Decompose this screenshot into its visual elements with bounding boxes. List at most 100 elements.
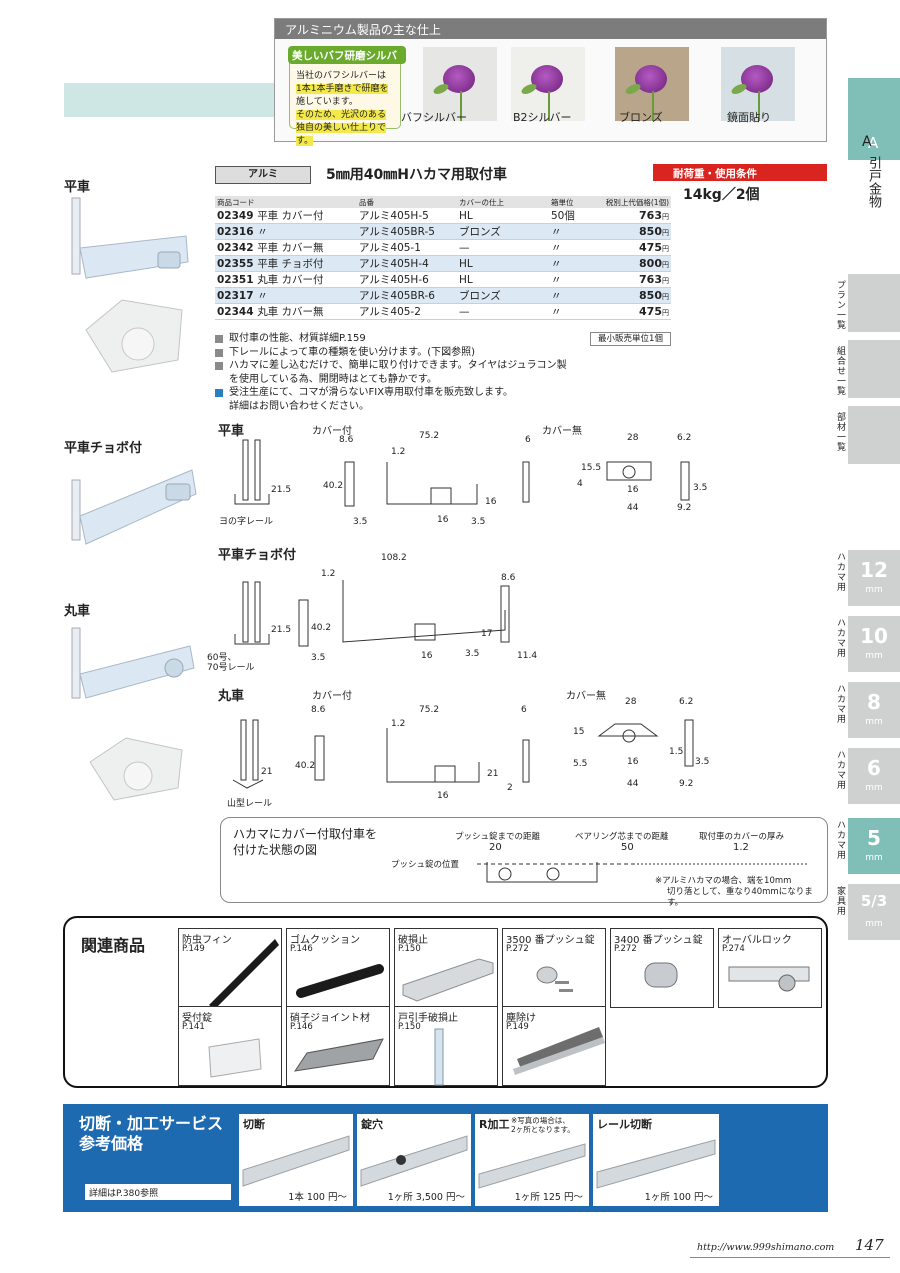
install-push-pos: プッシュ錠の位置: [391, 860, 460, 870]
tab-plan-list[interactable]: [848, 274, 900, 332]
swatch-bronze: [615, 47, 689, 121]
svg-text:17: 17: [481, 629, 492, 639]
column-header: 箱単位: [549, 196, 595, 208]
svg-text:6.2: 6.2: [677, 433, 691, 443]
svg-text:21: 21: [261, 767, 272, 777]
svg-text:21: 21: [487, 769, 498, 779]
svg-text:6: 6: [521, 705, 527, 715]
svg-text:1.5: 1.5: [669, 747, 683, 757]
svg-text:8.6: 8.6: [339, 435, 354, 445]
svg-text:16: 16: [421, 651, 433, 661]
svg-text:16: 16: [437, 791, 449, 801]
table-row: 02351 丸車 カバー付 アルミ405H-6 HL 〃 763円: [215, 271, 671, 289]
tab-label: 部材一覧: [835, 412, 845, 452]
column-header: カバーの仕上: [457, 196, 549, 208]
service-band: 切断・加工サービス 参考価格 詳細はP.380参照 切断 1本 100 円〜 錠…: [63, 1104, 828, 1212]
svg-text:山型レール: 山型レール: [227, 798, 272, 809]
svg-text:108.2: 108.2: [381, 553, 407, 563]
svg-text:9.2: 9.2: [677, 503, 691, 513]
svg-text:3.5: 3.5: [695, 757, 709, 767]
size-tab-label: ハカマ用: [835, 820, 845, 860]
size-tab-label: ハカマ用: [835, 618, 845, 658]
product-notes: 取付車の性能、材質詳細P.159 下レールによって車の種類を使い分けます。(下図…: [215, 332, 615, 413]
tab-parts-list[interactable]: [848, 406, 900, 464]
diagram-cover-on: カバー付: [312, 691, 352, 702]
install-diagram-box: ハカマにカバー付取付車を 付けた状態の図 プッシュ錠までの距離 ベアリング芯まで…: [220, 817, 828, 908]
install-value: 50: [621, 842, 634, 853]
header-teal-band: [64, 83, 278, 117]
service-card-cut[interactable]: 切断 1本 100 円〜: [239, 1114, 353, 1206]
label-hira: 平車: [64, 180, 91, 195]
section-letter: A: [862, 134, 872, 150]
service-card-rail-cut[interactable]: レール切断 1ヶ所 100 円〜: [593, 1114, 719, 1206]
swatch-label: B2シルバー: [513, 111, 572, 124]
svg-text:21.5: 21.5: [271, 485, 291, 495]
svg-text:16: 16: [627, 757, 639, 767]
callout-text: 当社のバフシルバーは 1本1本手磨きで研磨を 施しています。 そのため、光沢のあ…: [296, 70, 398, 148]
install-note: ※アルミハカマの場合、端を10mm 切り落として、重なり40mmになります。: [655, 876, 813, 908]
table-row: 02342 平車 カバー無 アルミ405-1 — 〃 475円: [215, 239, 671, 257]
callout-title: 美しいバフ研磨シルバー: [288, 46, 406, 77]
svg-text:21.5: 21.5: [271, 625, 291, 635]
svg-text:1.2: 1.2: [391, 447, 405, 457]
svg-text:16: 16: [485, 497, 497, 507]
service-card-lock-hole[interactable]: 錠穴 1ヶ所 3,500 円〜: [357, 1114, 471, 1206]
svg-text:2: 2: [507, 783, 513, 793]
service-title: 切断・加工サービス 参考価格: [79, 1114, 224, 1153]
diagram-cover-off: カバー無: [542, 426, 582, 437]
diagram-title-chobo: 平車チョボ付: [218, 548, 297, 563]
callout-line: そのため、光沢のある: [296, 110, 387, 120]
size-tab-label: 家具用: [835, 886, 845, 916]
svg-text:15.5: 15.5: [581, 463, 601, 473]
load-value: 14kg／2個: [683, 187, 760, 203]
install-drawing: [477, 862, 807, 883]
svg-text:4: 4: [577, 479, 583, 489]
tab-combo-list[interactable]: [848, 340, 900, 398]
buff-callout: 美しいバフ研磨シルバー 当社のバフシルバーは 1本1本手磨きで研磨を 施していま…: [288, 46, 406, 146]
svg-text:75.2: 75.2: [419, 705, 439, 715]
swatch-label: 鏡面貼り: [727, 111, 771, 124]
related-title: 関連商品: [81, 936, 146, 955]
diagram-hira: ヨの字レール 21.5 8.6 75.2 1.2 40.2 3.5 16 16 …: [219, 431, 707, 527]
table-header: 商品コード 品番 カバーの仕上 箱単位 税別上代価格(1個): [215, 196, 671, 208]
swatch-label: バフシルバー: [401, 111, 467, 124]
svg-text:6.2: 6.2: [679, 697, 693, 707]
min-lot-badge: 最小販売単位1個: [590, 332, 671, 346]
svg-text:3.5: 3.5: [465, 649, 479, 659]
svg-text:44: 44: [627, 503, 639, 513]
label-maru: 丸車: [64, 604, 91, 619]
footer-divider: [690, 1257, 890, 1258]
diagram-cover-off: カバー無: [566, 691, 606, 702]
diagram-chobo: 60号、 70号レール 108.2 1.2 8.6 40.2 21.5 3.5 …: [207, 553, 537, 673]
svg-text:44: 44: [627, 779, 639, 789]
table-row: 02349 平車 カバー付 アルミ405H-5 HL 50個 763円: [215, 208, 671, 225]
svg-text:3.5: 3.5: [353, 517, 367, 527]
svg-text:28: 28: [627, 433, 639, 443]
service-card-r-process[interactable]: R加工 ※写真の場合は、2ヶ所となります。 1ヶ所 125 円〜: [475, 1114, 589, 1206]
footer-url[interactable]: http://www.999shimano.com: [697, 1242, 835, 1253]
table-row: 02317 〃 アルミ405BR-6 ブロンズ 〃 850円: [215, 287, 671, 305]
tab-label: 組合せ一覧: [835, 346, 845, 396]
svg-text:3.5: 3.5: [693, 483, 707, 493]
part-image-hira-bare: [85, 299, 183, 373]
section-tab-a[interactable]: A: [848, 78, 900, 160]
page-number: 147: [855, 1236, 884, 1254]
swatch-buff-silver: [423, 47, 497, 121]
